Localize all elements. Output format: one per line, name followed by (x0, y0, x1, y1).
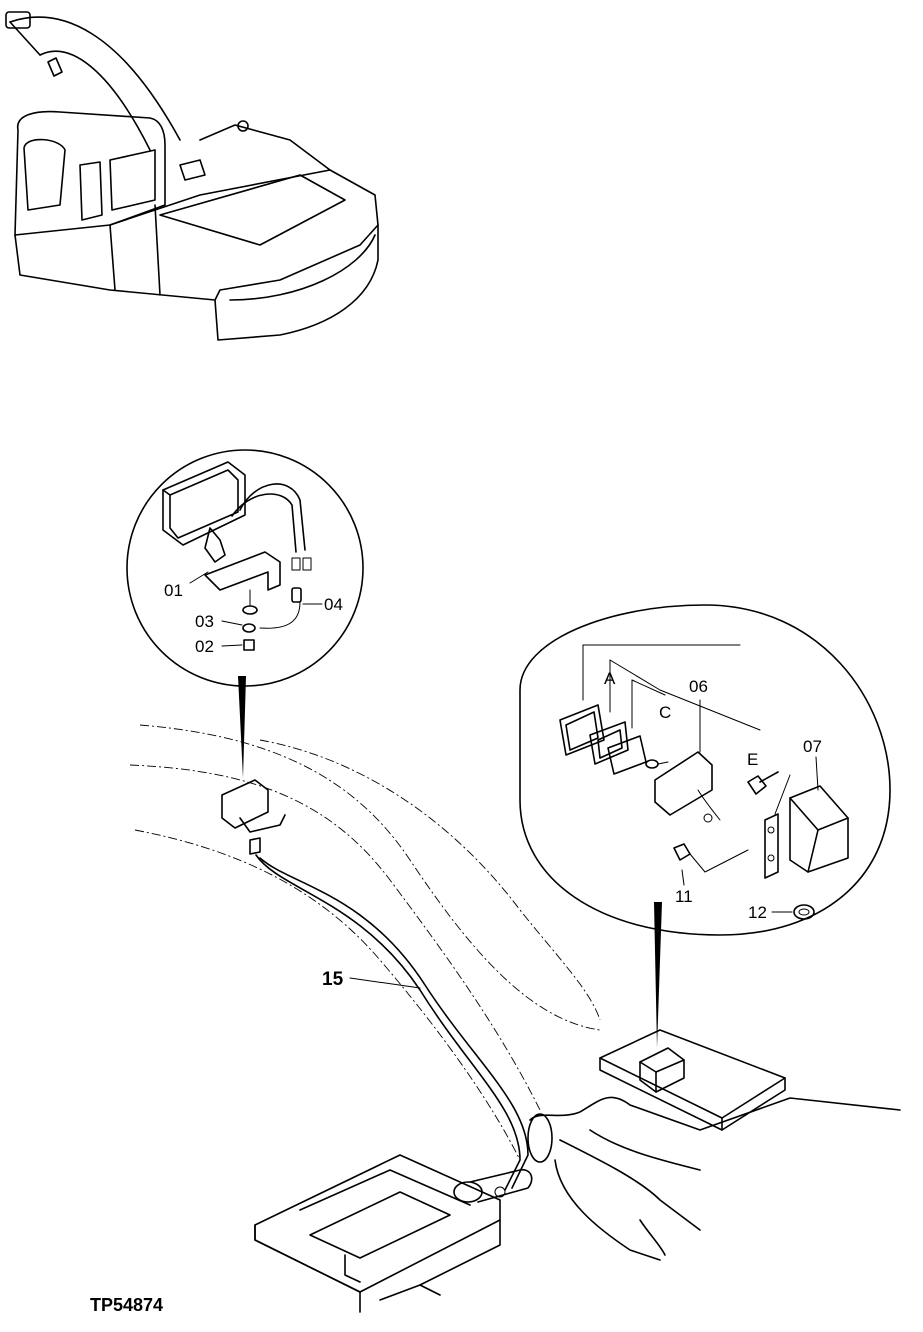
bolt-e-icon (747, 775, 767, 795)
lamp-body-icon (654, 751, 713, 816)
callout-11: 11 (675, 887, 693, 906)
screw-icon (673, 843, 691, 861)
washer-icon (242, 623, 256, 633)
callout-01: 01 (164, 581, 183, 600)
callout-06: 06 (689, 677, 708, 696)
base-frame (254, 1154, 533, 1313)
letter-a: A (604, 669, 616, 688)
callout-12: 12 (748, 903, 767, 922)
boom-section: 15 (129, 724, 601, 1191)
bulb-icon (645, 759, 659, 769)
bolt-icon (243, 639, 255, 651)
callout-07: 07 (803, 737, 822, 756)
callout-03: 03 (195, 612, 214, 631)
drawing-id: TP54874 (90, 1295, 163, 1315)
excavator-overview (5, 11, 379, 341)
boom-work-light-icon (5, 11, 31, 29)
callout-15: 15 (322, 969, 344, 990)
letter-c: C (659, 703, 671, 722)
pointer-wedge (238, 676, 246, 778)
relay-box-icon (789, 785, 849, 873)
lock-washer-icon (242, 605, 258, 615)
cab-work-light-icon (179, 159, 206, 181)
connector-icon (291, 587, 302, 603)
letter-e: E (747, 750, 758, 769)
detail-circle-work-light: 01 02 03 04 (126, 449, 364, 687)
detail-circle-lamp-assembly: A C E 06 07 11 12 (519, 604, 891, 936)
callout-04: 04 (324, 595, 343, 614)
callout-02: 02 (195, 637, 214, 656)
upper-structure (527, 1029, 901, 1261)
grommet-icon (793, 904, 815, 920)
pointer-wedge (654, 902, 662, 1048)
